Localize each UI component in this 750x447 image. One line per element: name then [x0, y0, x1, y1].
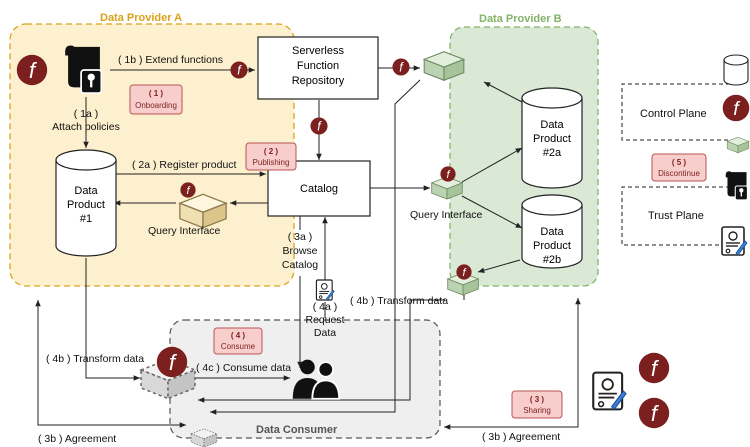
badge-onboarding-label: Onboarding — [135, 101, 177, 110]
badge-sharing-label: Sharing — [523, 406, 551, 415]
badge-sharing-num: ( 3 ) — [530, 395, 545, 404]
function-icon — [722, 94, 750, 122]
trust-plane-label: Trust Plane — [648, 210, 704, 222]
extend-functions-label: ( 1b ) Extend functions — [118, 54, 223, 66]
trust-plane-box: Trust Plane — [621, 186, 737, 246]
dp1-line-3: #1 — [80, 213, 92, 225]
function-icon — [16, 54, 48, 86]
function-icon — [638, 352, 670, 384]
provider-a-title: Data Provider A — [100, 12, 182, 24]
badge-discontinue-label: Discontinue — [658, 169, 700, 178]
certificate-icon — [721, 226, 748, 256]
badge-discontinue-num: ( 5 ) — [672, 158, 687, 167]
request-data-line-2: Data — [314, 327, 336, 339]
serverless-line-1: Serverless — [292, 45, 344, 57]
edge-labels: ( 1b ) Extend functions ( 1a ) Attach po… — [38, 54, 560, 445]
request-data-num: ( 4a ) — [313, 301, 338, 313]
badge-discontinue: ( 5 ) Discontinue — [651, 153, 707, 182]
certificate-icon — [592, 371, 628, 411]
data-product-2b: Data Product #2b — [521, 194, 583, 269]
serverless-repository-box: Serverless Function Repository — [257, 36, 379, 100]
dp2b-line-3: #2b — [543, 254, 561, 266]
function-icon — [230, 61, 248, 79]
badge-consume: ( 4 ) Consume — [213, 327, 263, 355]
function-icon — [180, 182, 196, 198]
badge-consume-num: ( 4 ) — [231, 331, 246, 340]
dp1-line-2: Product — [67, 199, 105, 211]
badge-onboarding-num: ( 1 ) — [149, 89, 164, 98]
consume-data-label: ( 4c ) Consume data — [196, 362, 291, 374]
dp2b-line-2: Product — [533, 240, 571, 252]
attach-policies-num: ( 1a ) — [74, 108, 99, 120]
control-plane-cube-icon — [726, 136, 750, 154]
dp1-line-1: Data — [74, 185, 98, 197]
data-product-2a: Data Product #2a — [521, 87, 583, 189]
browse-catalog-line-2: Catalog — [282, 259, 318, 271]
policy-scroll-icon — [725, 170, 748, 201]
attach-policies-label: Attach policies — [52, 121, 120, 133]
dp2a-line-2: Product — [533, 133, 571, 145]
badge-publishing-num: ( 2 ) — [264, 147, 279, 156]
control-plane-box: Control Plane — [621, 83, 737, 141]
badge-consume-label: Consume — [221, 342, 256, 351]
function-icon — [456, 264, 472, 280]
badge-onboarding: ( 1 ) Onboarding — [129, 84, 183, 115]
serverless-line-3: Repository — [292, 75, 345, 87]
control-plane-label: Control Plane — [640, 108, 707, 120]
dp2a-line-1: Data — [540, 119, 564, 131]
request-certificate-icon — [315, 279, 335, 301]
control-plane-cylinder — [723, 54, 749, 86]
agreement-left-label: ( 3b ) Agreement — [38, 433, 116, 445]
consumer-title: Data Consumer — [256, 424, 338, 436]
serverless-line-2: Function — [297, 60, 339, 72]
policy-scroll-icon — [64, 44, 103, 94]
query-interface-b-label: Query Interface — [410, 209, 483, 221]
function-icon — [440, 166, 456, 182]
request-data-line-1: Request — [305, 314, 344, 326]
dp2b-line-1: Data — [540, 226, 564, 238]
badge-publishing: ( 2 ) Publishing — [245, 142, 297, 171]
function-icon — [638, 397, 670, 429]
data-product-1: Data Product #1 — [55, 149, 117, 257]
browse-catalog-num: ( 3a ) — [288, 231, 313, 243]
agreement-right-label: ( 3b ) Agreement — [482, 431, 560, 443]
function-icon — [156, 346, 188, 378]
query-interface-a-label: Query Interface — [148, 225, 221, 237]
badge-sharing: ( 3 ) Sharing — [511, 390, 563, 419]
dp2a-line-3: #2a — [543, 147, 562, 159]
transform-data-a-label: ( 4b ) Transform data — [46, 353, 144, 365]
transform-data-b-label: ( 4b ) Transform data — [350, 295, 448, 307]
provider-b-title: Data Provider B — [479, 13, 562, 25]
register-product-label: ( 2a ) Register product — [132, 159, 237, 171]
catalog-label: Catalog — [300, 183, 338, 195]
function-icon — [392, 58, 410, 76]
browse-catalog-line-1: Browse — [282, 245, 317, 257]
badge-publishing-label: Publishing — [253, 158, 290, 167]
function-icon — [310, 117, 328, 135]
